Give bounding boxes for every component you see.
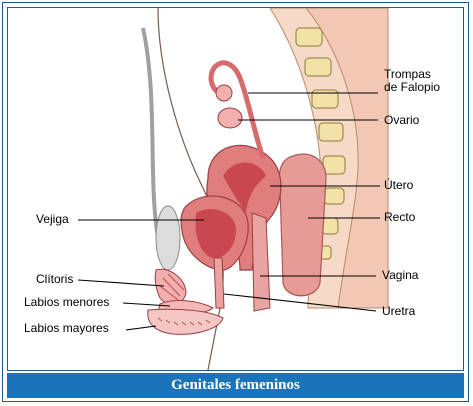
vertebra [305,58,331,76]
label-uretra: Uretra [382,305,415,318]
ovary [218,108,242,128]
illustration-panel: Trompas de Falopio Ovario Útero Vejiga R… [7,7,464,371]
label-recto: Recto [384,211,415,224]
label-vagina: Vagina [382,269,418,282]
label-vejiga: Vejiga [36,213,69,226]
vertebra [323,156,345,174]
labia-majora [148,309,223,334]
label-utero: Útero [384,179,413,192]
urethra [214,258,224,308]
figure-caption: Genitales femeninos [7,373,464,398]
rectum [279,154,326,296]
label-clitoris: Clítoris [36,273,73,286]
label-trompas-line2: de Falopio [384,81,440,94]
label-ovario: Ovario [384,114,419,127]
fimbriae [216,85,232,101]
vertebra [322,218,338,234]
vertebra [319,123,343,141]
pubic-bone [156,206,180,270]
label-labios-mayores: Labios mayores [24,322,109,335]
vagina [252,213,270,311]
figure-frame: Trompas de Falopio Ovario Útero Vejiga R… [2,2,469,402]
vertebra [324,188,344,204]
label-labios-menores: Labios menores [24,296,109,309]
vertebra [296,28,322,46]
